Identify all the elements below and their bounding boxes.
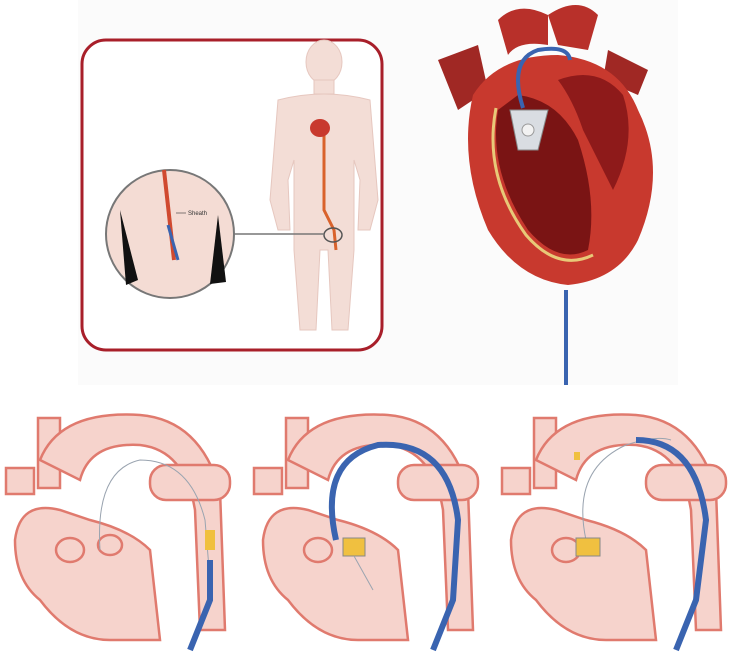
catheter [328,441,462,652]
body-heart-icon [310,119,330,137]
procedure-steps [0,400,735,655]
catheter [635,437,710,652]
valve-marker [342,537,366,557]
step-1-diagram [0,400,240,655]
magnified-view: Sheath [105,169,235,299]
target-circle [323,227,343,243]
catheter [187,560,213,652]
anatomical-heart [438,5,653,385]
top-illustration-svg: Sheath [80,5,653,385]
top-illustration: Sheath [78,0,678,385]
catheter-top [516,46,572,109]
step-2-diagram [248,400,488,655]
sheath-label: Sheath [188,211,207,217]
valve-marker [205,530,215,550]
valve-marker [575,537,601,557]
femoral-artery [322,130,338,251]
step-3-diagram [496,400,735,655]
